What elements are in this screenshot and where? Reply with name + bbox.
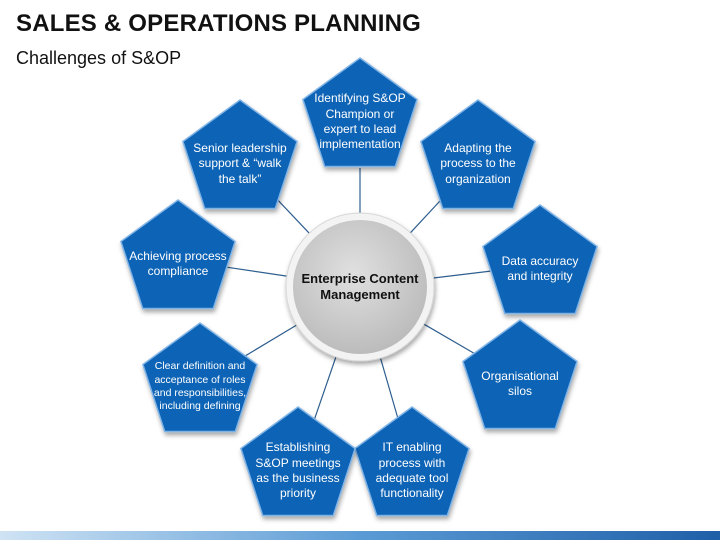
challenge-clear-definition-label: Clear definition and acceptance of roles… [153,360,247,413]
challenge-data-accuracy-pentagon [482,204,598,315]
challenge-clear-definition-pentagon [142,322,258,433]
page-subtitle: Challenges of S&OP [16,48,182,68]
challenge-establishing-meetings-label: Establishing S&OP meetings as the busine… [255,440,341,501]
challenge-process-compliance-label: Achieving process compliance [129,248,227,278]
challenge-data-accuracy-label: Data accuracy and integrity [501,253,579,283]
challenge-senior-leadership-label: Senior leadership support & “walk the ta… [193,140,287,186]
challenge-adapting-process-label: Adapting the process to the organization [440,140,516,186]
center-label: Enterprise Content Management [301,270,419,302]
connector-line [313,356,337,420]
challenge-process-compliance-pentagon [120,199,236,310]
challenge-establishing-meetings-pentagon [240,406,356,517]
connector-line [433,270,491,279]
challenge-senior-leadership-pentagon [182,99,298,210]
page-title: SALES & OPERATIONS PLANNING [16,10,421,37]
challenge-it-enabling-label: IT enabling process with adequate tool f… [375,440,449,501]
challenge-it-enabling-pentagon [354,406,470,517]
center-circle [293,220,427,354]
connector-line [273,195,310,234]
bottom-accent-bar [0,531,720,540]
connector-line [379,357,399,420]
challenge-identifying-champion-label: Identifying S&OP Champion or expert to l… [314,91,406,152]
challenge-identifying-champion-pentagon [302,57,418,168]
connector-line [409,196,445,234]
challenge-organisational-silos-label: Organisational silos [481,368,559,398]
connector-line [423,323,478,356]
connector-line [227,266,287,277]
connector-line [242,324,297,358]
challenge-organisational-silos-pentagon [462,319,578,430]
challenge-adapting-process-pentagon [420,99,536,210]
